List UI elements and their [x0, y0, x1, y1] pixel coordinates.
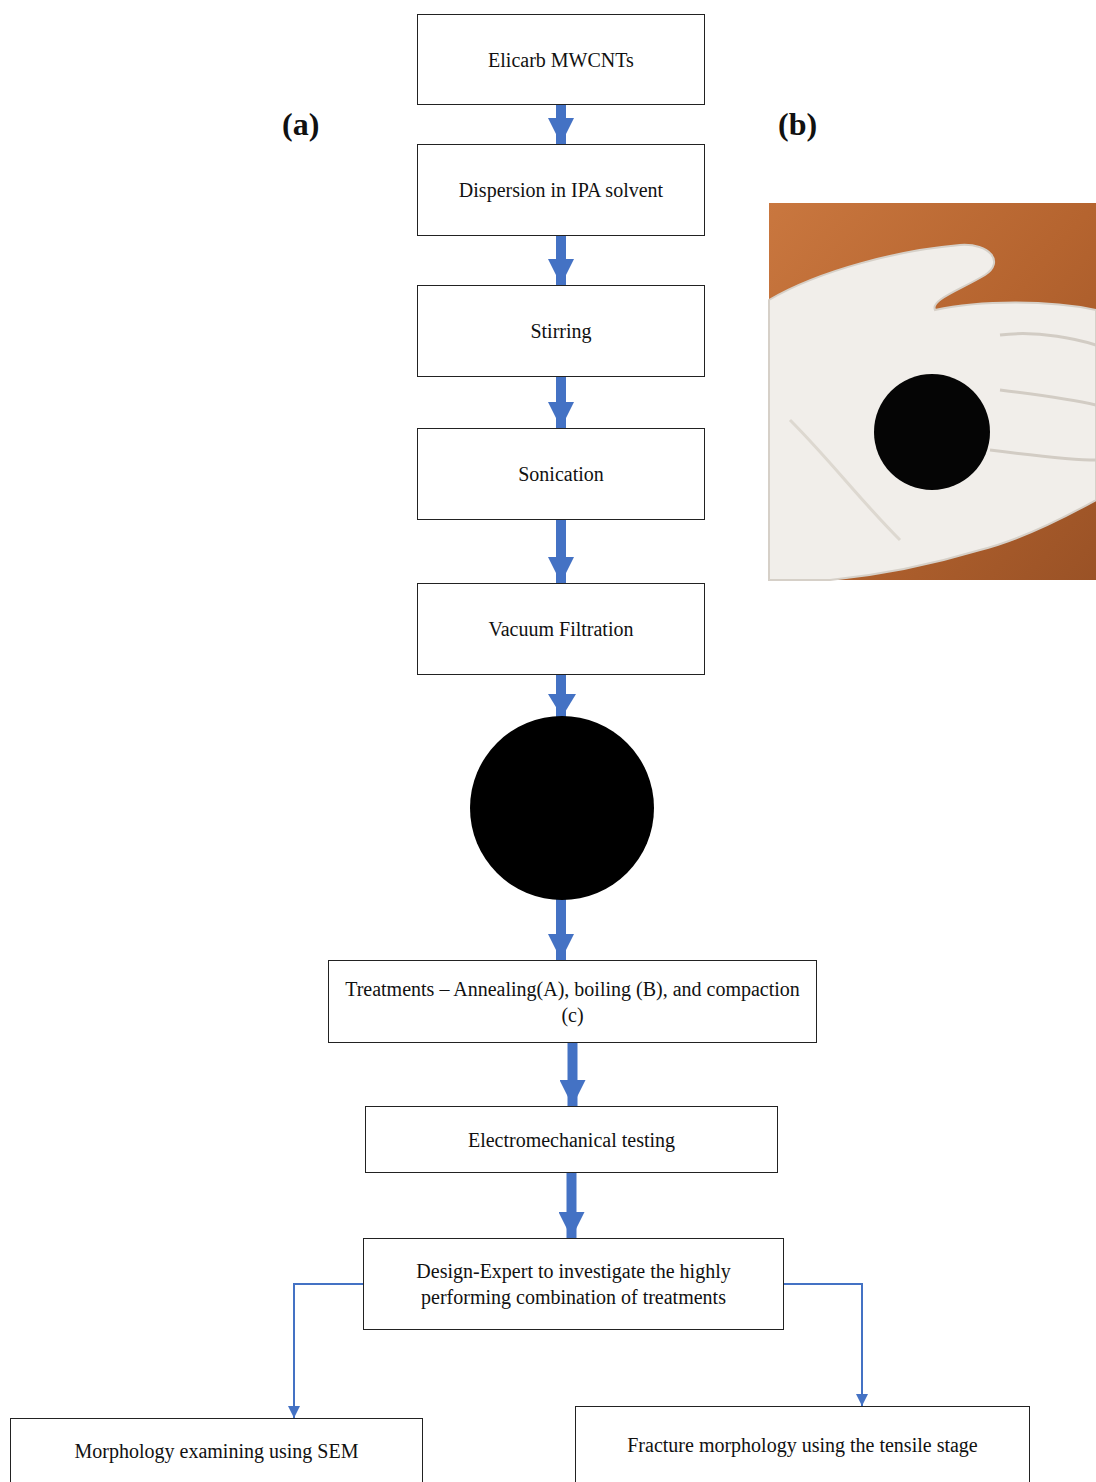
- box-text: Vacuum Filtration: [489, 616, 634, 642]
- process-box: Stirring: [417, 285, 705, 377]
- flow-arrow: [567, 1173, 577, 1238]
- process-box: Elicarb MWCNTs: [417, 14, 705, 105]
- flow-arrow: [784, 1284, 862, 1406]
- membrane-disc: [470, 716, 654, 900]
- flow-arrow: [568, 1043, 578, 1106]
- process-box: Design-Expert to investigate the highly …: [363, 1238, 784, 1330]
- flow-arrow: [556, 520, 566, 583]
- process-box: Vacuum Filtration: [417, 583, 705, 675]
- panel-label: (a): [282, 106, 319, 143]
- box-text: Fracture morphology using the tensile st…: [627, 1432, 977, 1458]
- box-text: Morphology examining using SEM: [75, 1438, 359, 1464]
- process-box: Morphology examining using SEM: [10, 1418, 423, 1482]
- box-text: Dispersion in IPA solvent: [459, 177, 663, 203]
- flow-arrow: [556, 236, 566, 285]
- box-text: Design-Expert to investigate the highly …: [376, 1258, 771, 1310]
- box-text: Sonication: [518, 461, 604, 487]
- process-box: Sonication: [417, 428, 705, 520]
- box-text: Elicarb MWCNTs: [488, 47, 634, 73]
- process-box: Fracture morphology using the tensile st…: [575, 1406, 1030, 1482]
- flow-arrow: [556, 105, 566, 144]
- process-box: Treatments – Annealing(A), boiling (B), …: [328, 960, 817, 1043]
- photo: [769, 203, 1096, 580]
- arrow-head: [548, 694, 576, 717]
- flow-arrow: [294, 1284, 363, 1418]
- process-box: Dispersion in IPA solvent: [417, 144, 705, 236]
- box-text: Treatments – Annealing(A), boiling (B), …: [341, 976, 804, 1028]
- membrane-disc: [874, 374, 990, 490]
- flow-arrow: [556, 377, 566, 428]
- box-text: Stirring: [530, 318, 591, 344]
- box-text: Electromechanical testing: [468, 1127, 675, 1153]
- process-box: Electromechanical testing: [365, 1106, 778, 1173]
- panel-label: (b): [778, 106, 817, 143]
